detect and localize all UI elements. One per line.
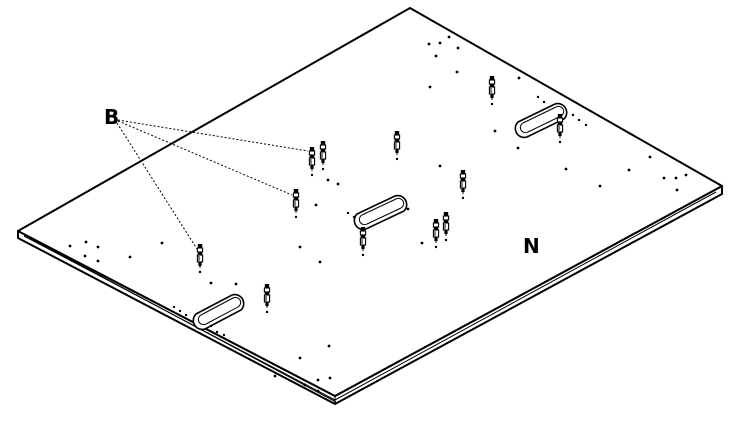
- label-b: B: [104, 105, 119, 129]
- panel-top-surface: [17, 7, 723, 397]
- panel-bevel-inner: [29, 237, 337, 403]
- slot-front-left: [192, 293, 245, 331]
- leader-lines: [116, 119, 309, 250]
- panel-board: [17, 7, 723, 405]
- label-n: N: [523, 234, 540, 258]
- panel-holes: [68, 35, 688, 393]
- slot-center: [353, 194, 408, 231]
